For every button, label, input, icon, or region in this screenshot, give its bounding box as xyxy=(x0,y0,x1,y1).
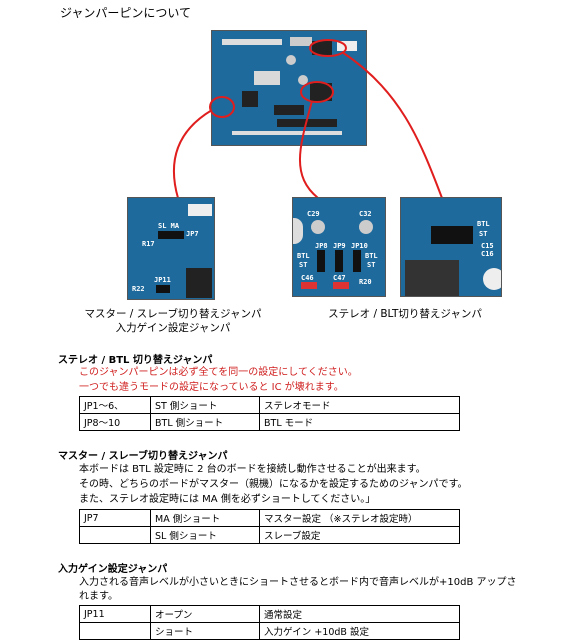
master-text-2: その時、どちらのボードがマスター（親機）になるかを設定するためのジャンパです。 xyxy=(79,479,468,490)
master-text-3: また、ステレオ設定時には MA 側を必ずショートしてください。」 xyxy=(79,494,376,505)
table-row: JP1～6、 ST 側ショート ステレオモード xyxy=(79,396,460,414)
caption-input-gain: 入力ゲイン設定ジャンパ xyxy=(115,322,231,334)
board-photo xyxy=(211,30,367,146)
master-table: JP7 MA 側ショート マスター設定 （※ステレオ設定時） SL 側ショート … xyxy=(79,509,460,544)
section-heading-master: マスター / スレーブ切り替えジャンパ xyxy=(58,451,228,462)
master-text-1: 本ボードは BTL 設定時に 2 台のボードを接続し動作させることが出来ます。 xyxy=(79,464,426,475)
table-row: JP7 MA 側ショート マスター設定 （※ステレオ設定時） xyxy=(79,509,460,527)
table-row: SL 側ショート スレーブ設定 xyxy=(79,526,460,544)
jp8-jp10-detail-photo: C29 C32 JP8 JP9 JP10 BTL ST BTL ST C46 C… xyxy=(292,197,386,297)
section-heading-gain: 入力ゲイン設定ジャンパ xyxy=(58,564,168,575)
stereo-table: JP1～6、 ST 側ショート ステレオモード JP8～10 BTL 側ショート… xyxy=(79,396,460,431)
table-row: JP11 オープン 通常設定 xyxy=(79,605,460,623)
caption-master-slave: マスター / スレーブ切り替えジャンパ xyxy=(84,308,262,320)
caption-stereo-btl: ステレオ / BLT切り替えジャンパ xyxy=(328,308,482,320)
jp7-jp11-detail-photo: SL MA JP7 R17 JP11 R22 xyxy=(127,197,215,300)
gain-text-2: れます。 xyxy=(79,591,118,602)
stereo-warning-1: このジャンパーピンは必ず全てを同一の設定にしてください。 xyxy=(79,367,358,378)
table-row: JP8～10 BTL 側ショート BTL モード xyxy=(79,413,460,431)
table-row: ショート 入力ゲイン +10dB 設定 xyxy=(79,622,460,640)
stereo-warning-2: 一つでも違うモードの設定になっていると IC が壊れます。 xyxy=(79,382,344,393)
connector-lines xyxy=(172,39,443,199)
jp1-jp6-detail-photo: BTL ST C15 C16 xyxy=(400,197,502,297)
page-title: ジャンパーピンについて xyxy=(60,6,192,20)
gain-table: JP11 オープン 通常設定 ショート 入力ゲイン +10dB 設定 xyxy=(79,605,460,640)
gain-text-1: 入力される音声レベルが小さいときにショートさせるとボード内で音声レベルが+10d… xyxy=(79,577,517,588)
section-heading-stereo: ステレオ / BTL 切り替えジャンパ xyxy=(58,355,213,366)
